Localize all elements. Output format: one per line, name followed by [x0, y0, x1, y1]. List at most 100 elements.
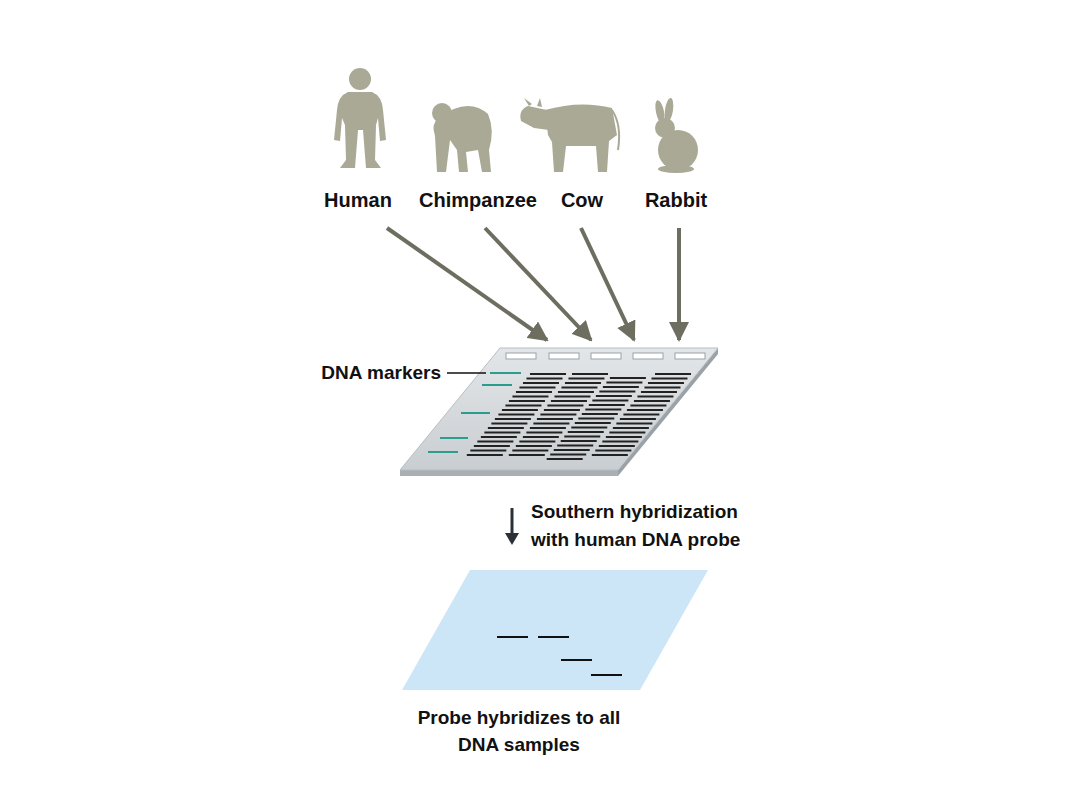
dna-band	[495, 418, 531, 420]
dna-band	[634, 400, 670, 402]
dna-band	[516, 445, 552, 447]
dna-band	[602, 441, 638, 443]
membrane	[402, 570, 708, 690]
hybridized-band	[538, 636, 569, 638]
dna-band	[610, 377, 646, 379]
dna-band	[474, 445, 510, 447]
dna-band	[470, 450, 506, 452]
dna-band	[620, 418, 656, 420]
result-label: Probe hybridizes to all DNA samples	[414, 704, 624, 758]
marker-bands	[428, 373, 521, 452]
dna-band	[641, 391, 677, 393]
loading-arrow	[677, 228, 681, 340]
dna-band	[623, 414, 659, 416]
dna-band	[526, 378, 562, 380]
dna-band	[533, 423, 569, 425]
dna-band	[606, 436, 642, 438]
dna-band	[557, 445, 593, 447]
dna-band	[512, 450, 548, 452]
dna-band	[585, 409, 621, 411]
dna-band	[554, 396, 590, 398]
dna-band	[568, 378, 604, 380]
step-arrow-shaft	[511, 508, 514, 535]
dna-band	[544, 409, 580, 411]
dna-band	[627, 409, 663, 411]
dna-band	[613, 427, 649, 429]
dna-band	[637, 396, 673, 398]
gel-front	[400, 470, 618, 476]
rabbit-silhouette	[654, 98, 698, 173]
gel-well	[675, 353, 705, 359]
dna-band	[523, 436, 559, 438]
dna-band	[592, 454, 628, 456]
species-label: Cow	[502, 188, 662, 212]
dna-band	[578, 418, 614, 420]
dna-band	[550, 454, 586, 456]
dna-band	[537, 418, 573, 420]
dna-band	[498, 414, 534, 416]
dna-band	[554, 449, 590, 451]
dna-band	[519, 441, 555, 443]
hybridized-bands	[497, 637, 622, 675]
dna-band	[467, 454, 503, 456]
dna-band	[523, 382, 559, 384]
dna-band	[568, 431, 604, 433]
step-arrow	[505, 508, 519, 545]
dna-band	[644, 387, 680, 389]
dna-band	[491, 423, 527, 425]
dna-band	[561, 387, 597, 389]
dna-band	[505, 405, 541, 407]
gel-well	[549, 353, 579, 359]
hybridized-band	[497, 636, 528, 638]
dna-band	[502, 409, 538, 411]
gel-slab	[400, 348, 718, 470]
dna-band	[516, 391, 552, 393]
dna-band	[571, 427, 607, 429]
species-label: Human	[278, 188, 438, 212]
membrane-sheet	[402, 570, 708, 690]
dna-band	[519, 387, 555, 389]
dna-band	[547, 405, 583, 407]
dna-band	[558, 391, 594, 393]
dna-band	[606, 382, 642, 384]
marker-band	[490, 372, 521, 374]
dna-band	[561, 440, 597, 442]
dna-band	[547, 458, 583, 460]
marker-band	[461, 412, 490, 414]
dna-band	[596, 395, 632, 397]
loading-arrow	[581, 228, 634, 340]
cow-silhouette	[520, 98, 619, 172]
gel-well	[591, 353, 621, 359]
marker-band	[428, 451, 458, 453]
marker-band	[482, 384, 512, 386]
dna-band	[616, 423, 652, 425]
gel-bands	[467, 374, 691, 459]
gel-well	[633, 353, 663, 359]
loading-arrows	[387, 228, 679, 340]
dna-band	[603, 386, 639, 388]
marker-band	[440, 437, 468, 439]
dna-band	[572, 373, 608, 375]
dna-band	[509, 400, 545, 402]
dna-band	[509, 454, 545, 456]
dna-band	[630, 405, 666, 407]
dna-band	[477, 441, 513, 443]
dna-band	[540, 414, 576, 416]
dna-band	[595, 450, 631, 452]
dna-band	[589, 404, 625, 406]
species-label: Rabbit	[596, 188, 756, 212]
dna-band	[481, 436, 517, 438]
dna-band	[609, 432, 645, 434]
organism-silhouettes	[334, 68, 698, 173]
dna-band	[648, 382, 684, 384]
dna-band	[651, 378, 687, 380]
gel-wells	[506, 353, 705, 359]
step-label: Southern hybridization with human DNA pr…	[531, 498, 781, 554]
dna-band	[512, 396, 548, 398]
loading-arrow	[387, 228, 547, 340]
human-silhouette	[334, 68, 386, 168]
dna-band	[592, 400, 628, 402]
